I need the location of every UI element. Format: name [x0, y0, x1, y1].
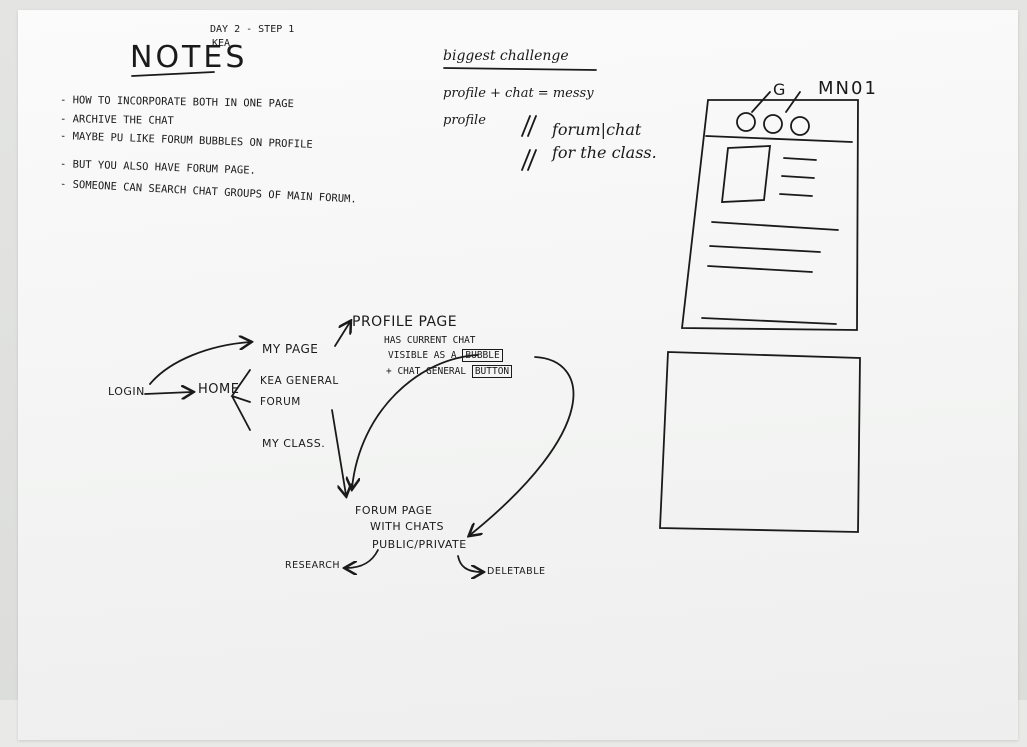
wireframe-text-line [709, 245, 821, 253]
challenge-line2-left: profile [443, 113, 486, 128]
paper-sheet [18, 10, 1018, 740]
arrow-bubble-forum [352, 354, 479, 488]
arrow-login-home [144, 392, 192, 394]
bracket-home [230, 369, 251, 431]
bubble-box: BUBBLE [462, 349, 503, 362]
challenge-heading: biggest challenge [443, 48, 569, 64]
flow-forum-page-line3: PUBLIC/PRIVATE [372, 538, 467, 551]
arrow-to-deletable [457, 555, 482, 572]
flow-my-page: MY PAGE [262, 342, 319, 356]
flow-profile-page: PROFILE PAGE [352, 314, 458, 330]
flow-home: HOME [198, 382, 240, 397]
wireframe-text-line [711, 221, 839, 231]
wireframe-pointer [751, 91, 771, 113]
button-box: BUTTON [471, 365, 513, 378]
arrow-login-mypage [149, 342, 250, 385]
notes-subtitle-line2: KEA [212, 38, 231, 49]
wireframe-image-box [720, 145, 772, 203]
arrow-button-forum [470, 356, 575, 535]
wireframe-label-g: G [773, 80, 786, 99]
flow-research: RESEARCH [285, 560, 341, 571]
wireframe-circle [763, 114, 783, 134]
wireframe-second-box [659, 351, 861, 533]
flow-profile-line1: HAS CURRENT CHAT [384, 335, 476, 346]
challenge-line2-right: forum|chat [552, 120, 642, 139]
wireframe-frame [680, 99, 859, 331]
flow-my-class: MY CLASS. [262, 437, 326, 450]
wireframe-text-line [783, 157, 817, 161]
wireframe-circle [790, 116, 810, 136]
notes-subtitle-line1: DAY 2 - STEP 1 [210, 24, 295, 35]
arrow-myclass-forum [331, 409, 346, 495]
flow-profile-line2-prefix: VISIBLE AS A [388, 350, 457, 361]
notes-title: NOTES [130, 40, 248, 75]
flow-profile-line2: VISIBLE AS A BUBBLE [388, 349, 503, 362]
wireframe-pointer [785, 91, 801, 113]
wireframe-circle [736, 112, 756, 132]
flow-deletable: DELETABLE [487, 566, 546, 577]
arrow-mypage-profile [334, 322, 350, 347]
slash-mark [521, 149, 537, 171]
challenge-line1: profile + chat = messy [443, 86, 594, 101]
challenge-line3: for the class. [552, 143, 657, 162]
flow-forum-page-line1: FORUM PAGE [355, 504, 433, 517]
wireframe-text-line [707, 265, 813, 273]
notes-underline [131, 71, 215, 77]
arrow-to-research [346, 549, 379, 568]
wireframe-header-line [705, 135, 853, 143]
wireframe-text-line [781, 175, 815, 179]
slash-mark [521, 115, 537, 137]
flow-forum-page-line2: WITH CHATS [370, 520, 444, 533]
wireframe-label-m: MN01 [818, 78, 878, 99]
flow-forum: FORUM [260, 396, 301, 408]
flow-kea-general: KEA GENERAL [260, 375, 339, 387]
challenge-underline [443, 67, 597, 71]
flow-login: LOGIN [108, 385, 145, 398]
wireframe-text-line [701, 317, 837, 325]
wireframe-text-line [779, 193, 813, 197]
